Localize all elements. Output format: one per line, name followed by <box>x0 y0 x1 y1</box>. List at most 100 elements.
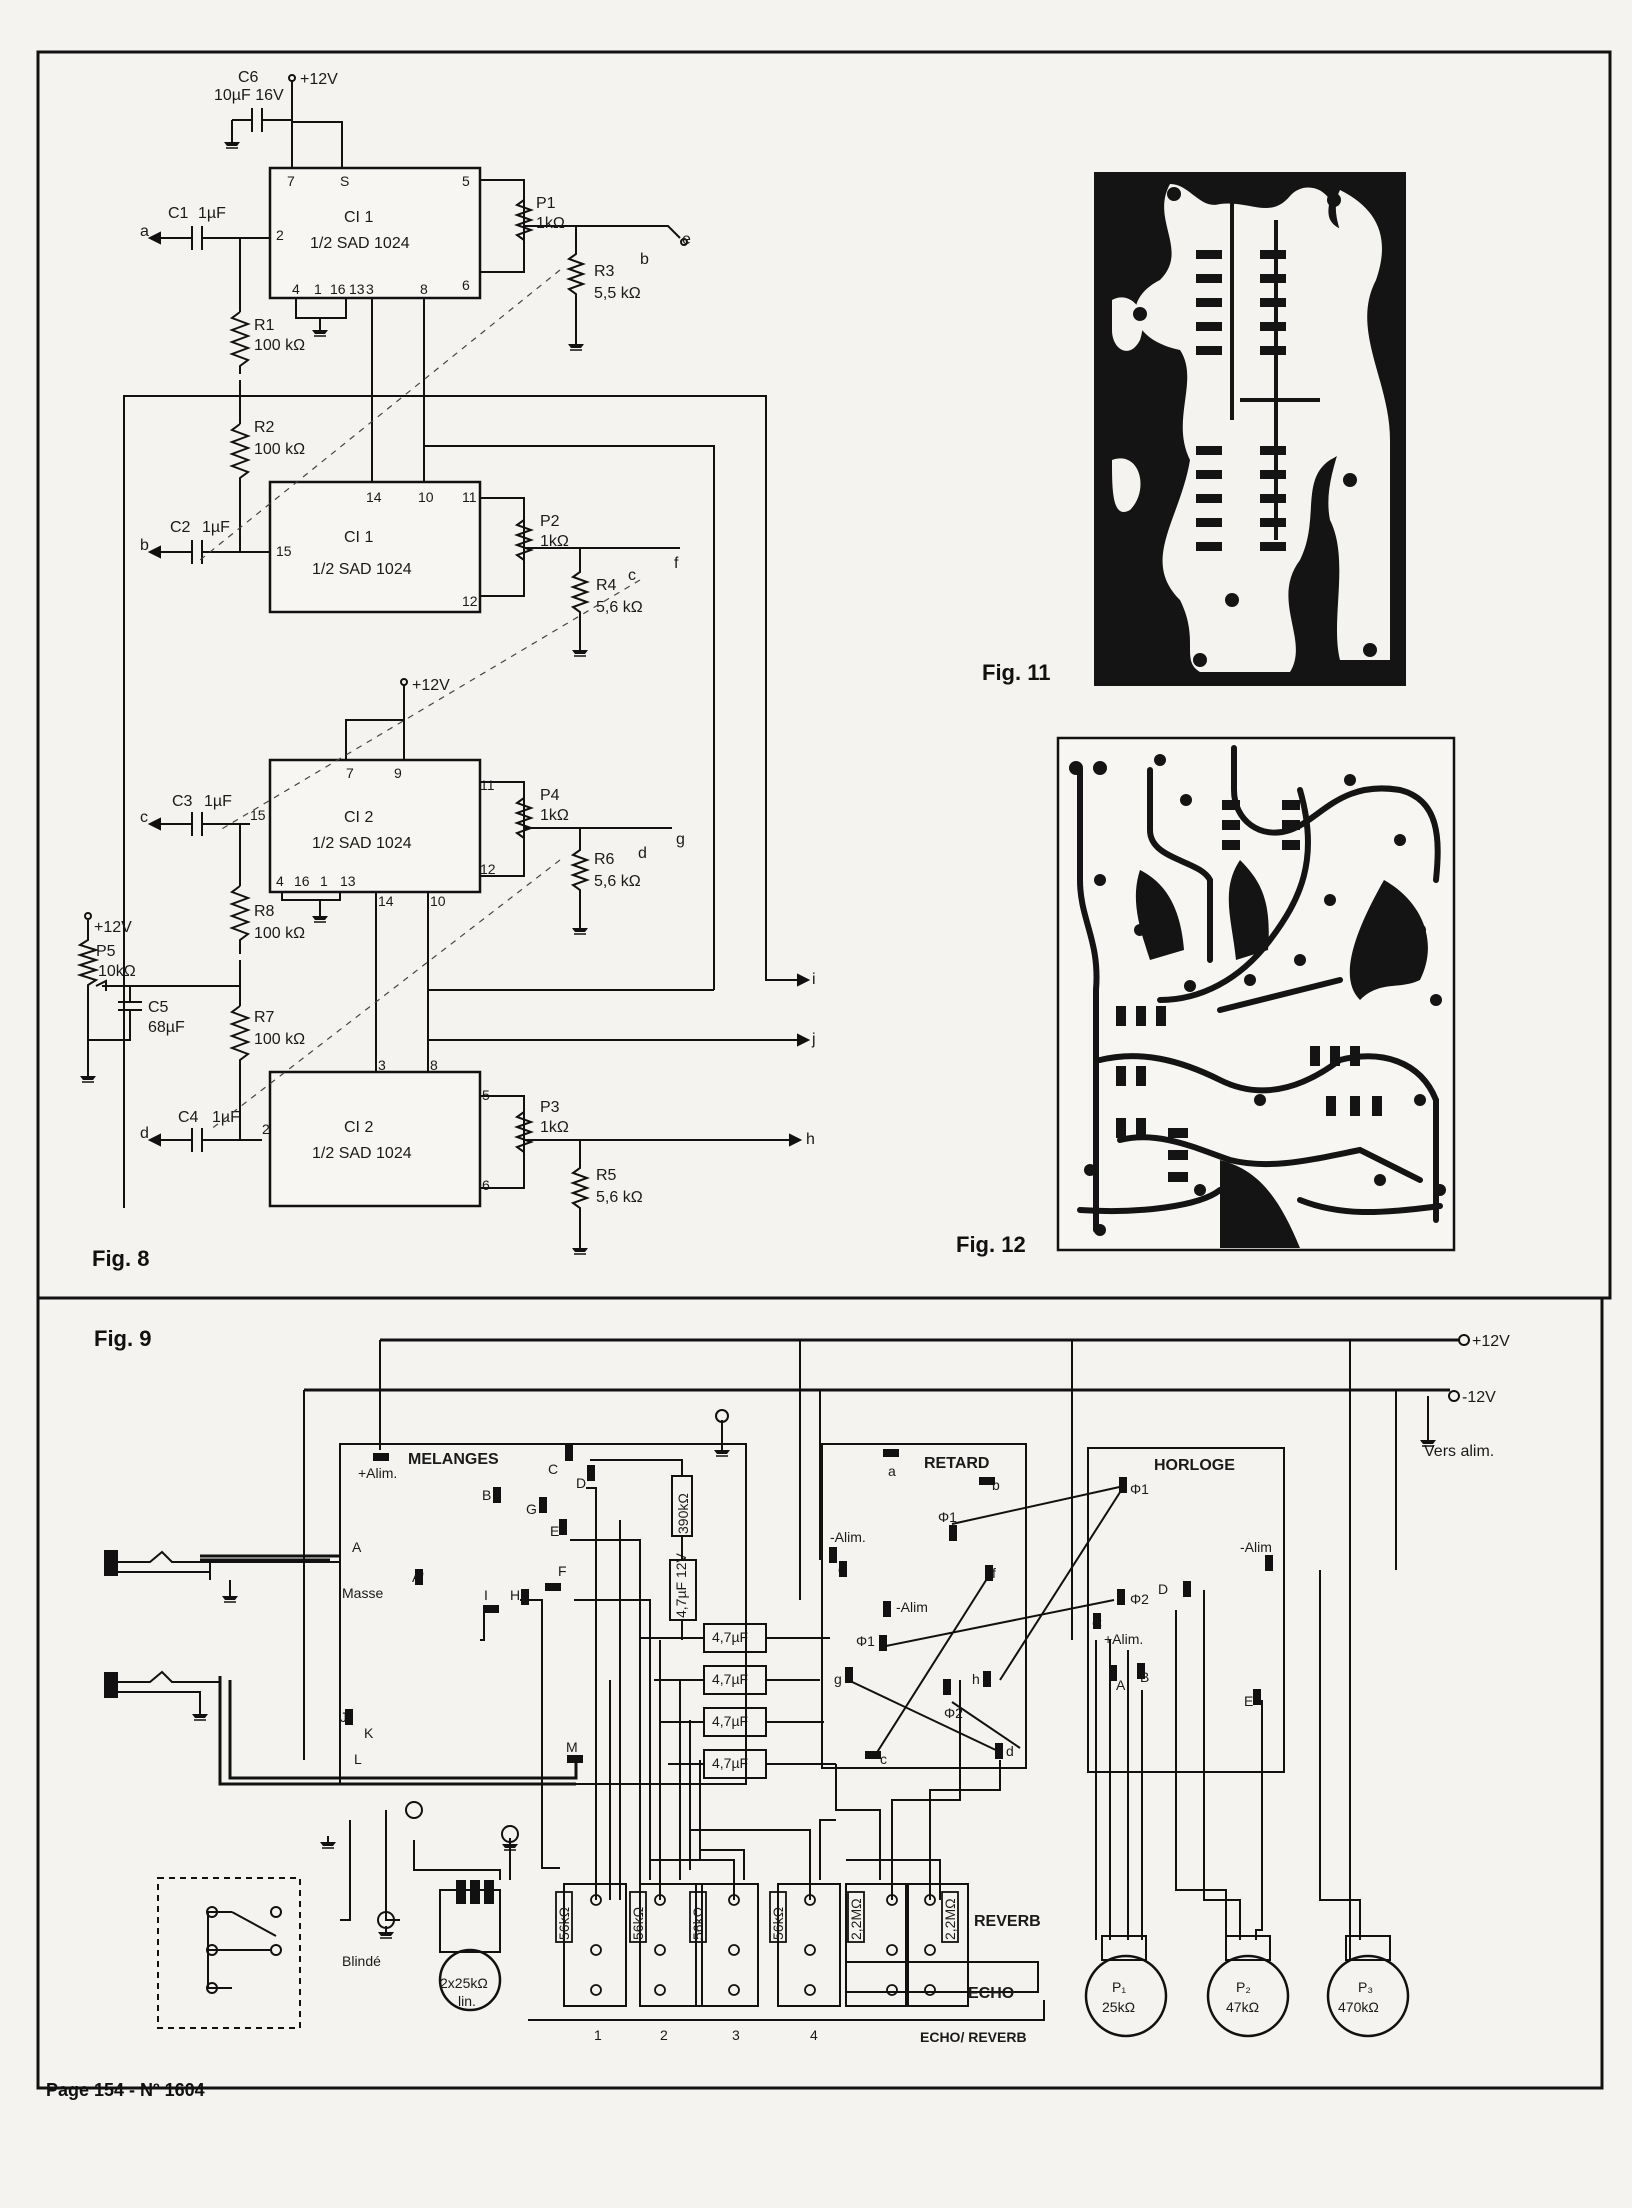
pin: 5 <box>462 173 470 189</box>
retard-phi2: Φ2 <box>944 1705 963 1721</box>
echo-label: ECHO <box>968 1985 1014 2002</box>
fig12-caption: Fig. 12 <box>956 1232 1026 1257</box>
horloge-e: E <box>1244 1693 1253 1709</box>
point-i: I <box>484 1587 488 1603</box>
r2-name: R2 <box>254 419 275 436</box>
pin: 12 <box>462 593 478 609</box>
wiper-g: g <box>676 831 685 848</box>
sw-res-1: 56kΩ <box>556 1907 572 1940</box>
horloge-phi2: Φ2 <box>1130 1591 1149 1607</box>
point-d: D <box>576 1475 586 1491</box>
fig9-wiring: Fig. 9 +12V -12V Vers alim. MELANGES +Al… <box>94 1326 1510 2045</box>
p5-value: 10kΩ <box>98 963 136 980</box>
r5-value: 5,6 kΩ <box>596 1189 643 1206</box>
p4-value: 1kΩ <box>540 807 569 824</box>
cap-label: 4,7µF <box>712 1755 748 1771</box>
fig8-schematic: +12V C6 10µF 16V CI 1 1/2 SAD 1024 7 S 5… <box>76 69 816 1271</box>
pin: 16 <box>330 281 346 297</box>
r3-name: R3 <box>594 263 615 280</box>
switch-bank: 56kΩ 56kΩ 56kΩ 56kΩ 2,2MΩ 2,2MΩ 1 2 3 4 … <box>528 1883 1045 2045</box>
block1-part: 1/2 SAD 1024 <box>310 235 410 252</box>
p1-name: P1 <box>536 195 556 212</box>
pin: 1 <box>314 281 322 297</box>
pin: 16 <box>294 873 310 889</box>
pin: 4 <box>276 873 284 889</box>
point-masse: Masse <box>342 1585 383 1601</box>
cap-label: 4,7µF <box>712 1713 748 1729</box>
point-m: M <box>566 1739 578 1755</box>
pin: 8 <box>420 281 428 297</box>
sw-res-4: 56kΩ <box>770 1907 786 1940</box>
point-k: K <box>364 1725 374 1741</box>
retard-b: b <box>992 1477 1000 1493</box>
pot3-name: P₃ <box>1358 1979 1373 1995</box>
pin: 6 <box>482 1177 490 1193</box>
retard-c: c <box>880 1751 887 1767</box>
r1-name: R1 <box>254 317 275 334</box>
retard-a: a <box>888 1463 896 1479</box>
point-b: B <box>482 1487 491 1503</box>
point-j: J <box>340 1709 347 1725</box>
cap-stack: 4,7µF 4,7µF 4,7µF 4,7µF <box>640 1623 836 1779</box>
pin: 11 <box>480 777 495 793</box>
retard-label: RETARD <box>924 1455 989 1472</box>
sw-res-6: 2,2MΩ <box>942 1898 958 1940</box>
c2-name: C2 <box>170 519 191 536</box>
retard-phi1b: Φ1 <box>856 1633 875 1649</box>
pin: 3 <box>366 281 374 297</box>
cap-label: 4,7µF <box>712 1671 748 1687</box>
c2-value: 1µF <box>202 519 230 536</box>
port-d: d <box>140 1125 149 1142</box>
switch-num-4: 4 <box>810 2027 818 2043</box>
reverb-label: REVERB <box>974 1913 1041 1930</box>
ic-block-1 <box>268 166 482 300</box>
r7-name: R7 <box>254 1009 275 1026</box>
page-footer: Page 154 - Nº 1604 <box>46 2080 205 2100</box>
pin: 2 <box>262 1121 270 1137</box>
p3-value: 1kΩ <box>540 1119 569 1136</box>
input-jacks <box>104 1550 578 1786</box>
r2-value: 100 kΩ <box>254 441 305 458</box>
r1-value: 100 kΩ <box>254 337 305 354</box>
r390-label: 390kΩ <box>675 1493 691 1534</box>
horloge-block <box>1087 1447 1285 1773</box>
p3-name: P3 <box>540 1099 560 1116</box>
c4-name: C4 <box>178 1109 199 1126</box>
wiper-b: b <box>640 251 649 268</box>
output-network: P1 1kΩ R3 5,5 kΩ b e P2 1kΩ R4 5,6 kΩ c … <box>480 179 816 1255</box>
pin: S <box>340 173 349 189</box>
c1-name: C1 <box>168 205 189 222</box>
p5-name: P5 <box>96 943 116 960</box>
pin: 12 <box>480 861 496 877</box>
c47-12-label: 4,7µF 12V <box>673 1552 689 1618</box>
supply-label-2: +12V <box>412 677 450 694</box>
point-a: A <box>352 1539 362 1555</box>
p1-value: 1kΩ <box>536 215 565 232</box>
pin: 15 <box>276 543 292 559</box>
pin: 8 <box>430 1057 438 1073</box>
retard-g: g <box>834 1671 842 1687</box>
point-e: E <box>550 1523 559 1539</box>
sw-res-2: 56kΩ <box>630 1907 646 1940</box>
pin: 1 <box>320 873 328 889</box>
pot1-value: 25kΩ <box>1102 1999 1135 2015</box>
ic-block-2 <box>268 480 482 614</box>
vers-alim-label: Vers alim. <box>1424 1443 1494 1460</box>
horloge-label: HORLOGE <box>1154 1457 1235 1474</box>
dual-pot: 2x25kΩ lin. Blindé <box>319 1801 519 2012</box>
retard-block <box>821 1443 1027 1769</box>
c6-value: 10µF 16V <box>214 87 284 104</box>
cap-label: 4,7µF <box>712 1629 748 1645</box>
block4-part: 1/2 SAD 1024 <box>312 1145 412 1162</box>
p4-name: P4 <box>540 787 560 804</box>
horloge-d: D <box>1158 1581 1168 1597</box>
pin: 4 <box>292 281 300 297</box>
output-h: h <box>806 1131 815 1148</box>
output-i: i <box>812 971 816 988</box>
pin: 2 <box>276 227 284 243</box>
r4-value: 5,6 kΩ <box>596 599 643 616</box>
pin: 3 <box>378 1057 386 1073</box>
retard-f: f <box>992 1565 996 1581</box>
r7-value: 100 kΩ <box>254 1031 305 1048</box>
